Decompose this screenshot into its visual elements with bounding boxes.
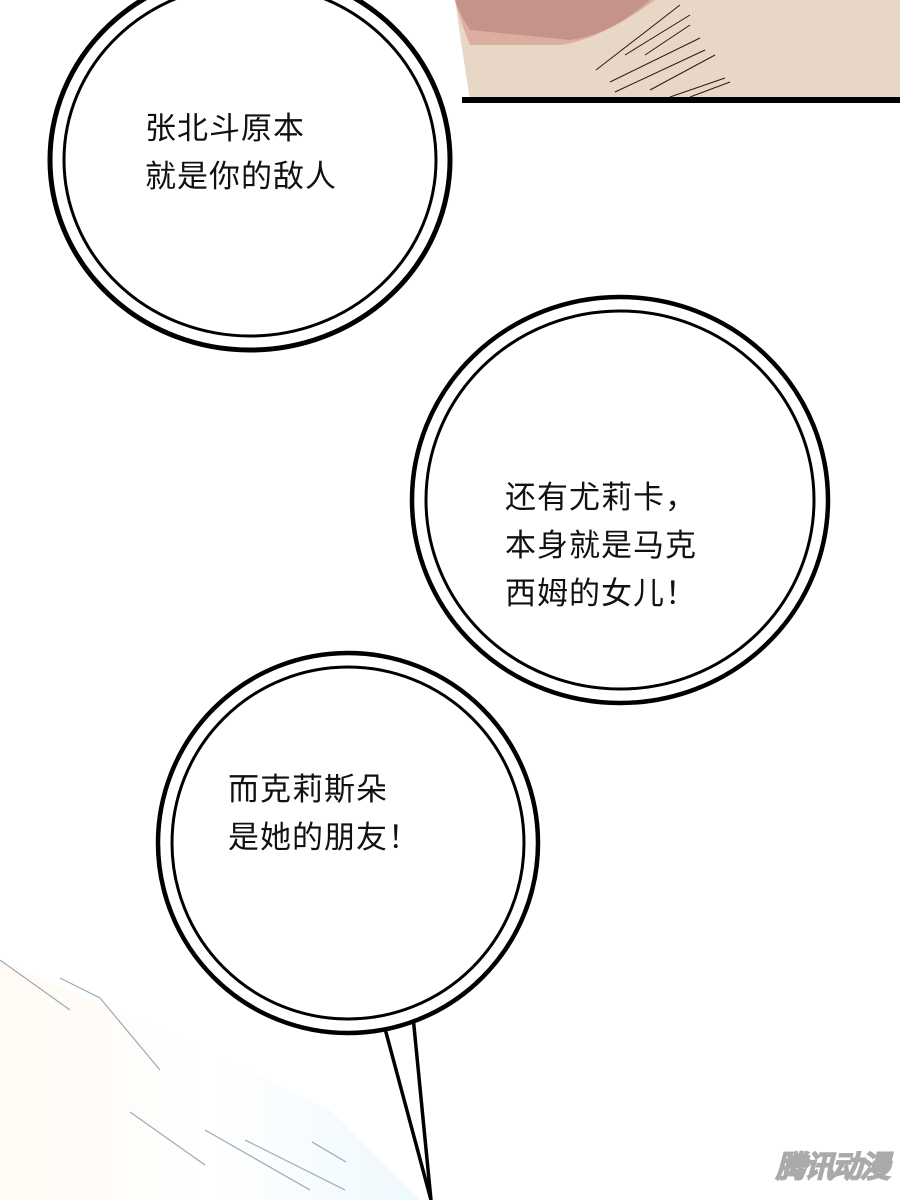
bubble-2-line-1: 还有尤莉卡，	[505, 480, 697, 516]
bubble-1-text: 张北斗原本 就是你的敌人	[145, 105, 337, 201]
bubble-2-line-2: 本身就是马克	[505, 528, 697, 564]
bubble-1-line-2: 就是你的敌人	[145, 159, 337, 195]
speech-bubble-1	[47, 0, 453, 353]
bubble-3-line-1: 而克莉斯朵	[228, 772, 388, 808]
bubble-2-text: 还有尤莉卡， 本身就是马克 西姆的女儿！	[505, 474, 697, 618]
bubble-3-line-2: 是她的朋友！	[228, 820, 420, 856]
background-ice	[0, 959, 420, 1200]
bubble-1-line-1: 张北斗原本	[145, 111, 305, 147]
bubble-3-text: 而克莉斯朵 是她的朋友！	[228, 766, 420, 862]
top-panel	[455, 0, 900, 103]
bubble-2-line-3: 西姆的女儿！	[505, 576, 697, 612]
watermark-logo: 腾讯动漫	[775, 1149, 891, 1186]
